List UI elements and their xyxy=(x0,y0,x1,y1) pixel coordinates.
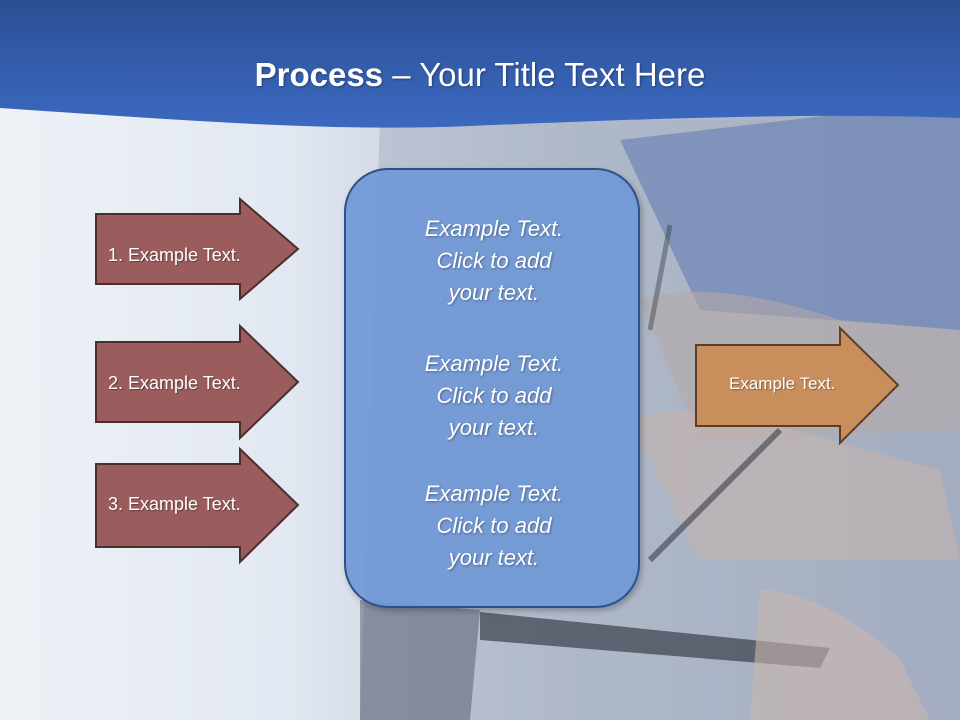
output-arrow[interactable]: Example Text. xyxy=(695,325,900,446)
input-arrow-2[interactable]: 2. Example Text. xyxy=(95,323,300,441)
center-paragraph-1-line1: Example Text. xyxy=(424,216,564,241)
output-arrow-shape xyxy=(695,325,900,446)
input-arrow-1-shape xyxy=(95,196,300,302)
input-arrow-3[interactable]: 3. Example Text. xyxy=(95,446,300,565)
input-arrow-2-shape xyxy=(95,323,300,441)
center-paragraph-1-line2: Click to add xyxy=(436,248,552,273)
output-arrow-label: Example Text. xyxy=(729,374,836,393)
center-paragraph-2-line1: Example Text. xyxy=(424,351,564,376)
slide-title[interactable]: Process – Your Title Text Here xyxy=(0,54,960,96)
center-paragraph-3: Example Text. Click to add your text. xyxy=(346,478,642,574)
input-arrow-3-shape xyxy=(95,446,300,565)
center-paragraph-3-line3: your text. xyxy=(448,545,540,570)
center-paragraph-2: Example Text. Click to add your text. xyxy=(346,348,642,444)
input-arrow-1-label: 1. Example Text. xyxy=(108,245,241,265)
title-bold: Process xyxy=(254,56,384,93)
center-paragraph-1: Example Text. Click to add your text. xyxy=(346,213,642,309)
center-process-box[interactable]: Example Text. Click to add your text. Ex… xyxy=(344,168,640,608)
input-arrow-2-label: 2. Example Text. xyxy=(108,373,241,393)
center-paragraph-2-line3: your text. xyxy=(448,415,540,440)
input-arrow-3-label: 3. Example Text. xyxy=(108,494,241,514)
center-paragraph-1-line3: your text. xyxy=(448,280,540,305)
center-paragraph-3-line1: Example Text. xyxy=(424,481,564,506)
input-arrow-1[interactable]: 1. Example Text. xyxy=(95,196,300,302)
title-rest: – Your Title Text Here xyxy=(383,56,706,93)
center-paragraph-2-line2: Click to add xyxy=(436,383,552,408)
center-paragraph-3-line2: Click to add xyxy=(436,513,552,538)
